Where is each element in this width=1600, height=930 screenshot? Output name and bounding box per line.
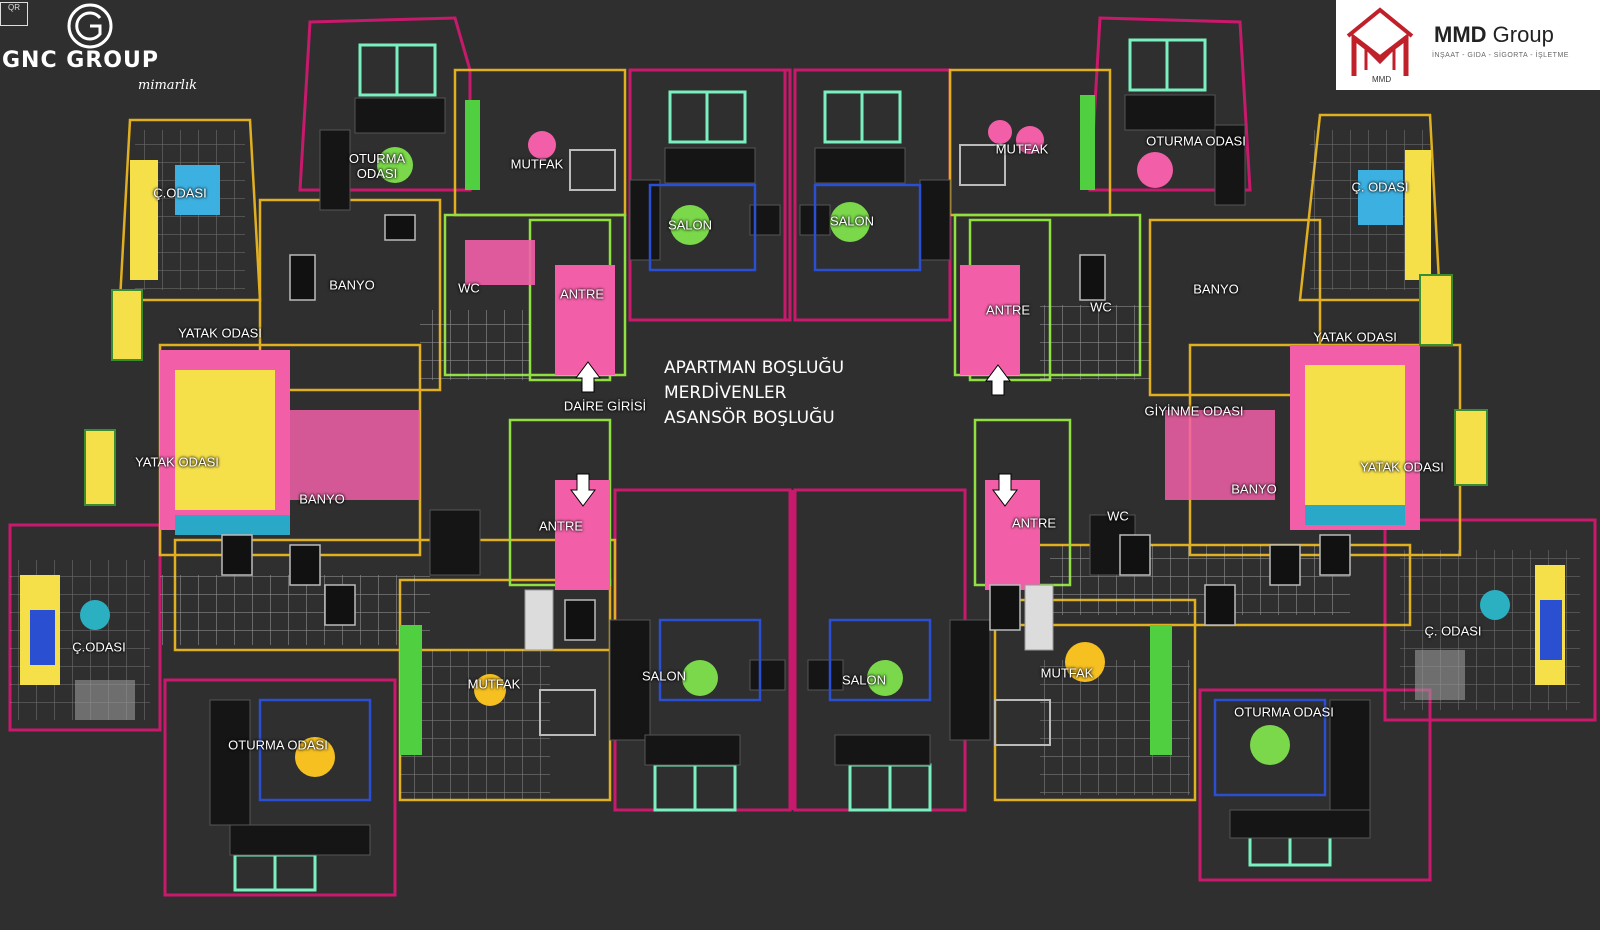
side-windows [84,274,1488,506]
mmd-mark-text: MMD [1372,75,1391,84]
room-label: ANTRE [985,302,1031,318]
windows [233,38,1332,892]
room-label: MUTFAK [1040,665,1094,681]
gnc-brand-text: GNC GROUP [2,48,159,73]
qr-badge: QR [0,2,28,26]
room-label: WC [1107,508,1129,524]
mmd-house-icon: MMD [1346,7,1414,84]
room-label: OTURMA ODASI [228,737,328,753]
appliances [524,584,1054,651]
room-label: OTURMA ODASI [1146,133,1246,149]
room-label: DAİRE GİRİSİ [563,398,647,414]
room-label: GİYİNME ODASI [1144,403,1244,419]
rug-outlines [258,183,1327,802]
center-note-line: ASANSÖR BOŞLUĞU [664,408,835,428]
room-label: OTURMA ODASI [348,151,406,181]
room-label: ANTRE [1011,515,1057,531]
magenta-walls [8,16,1597,897]
room-label: SALON [841,672,887,688]
mmd-group-logo: MMD MMD Group İNŞAAT - GIDA - SİGORTA - … [1336,0,1600,90]
room-label: Ç. ODASI [1351,179,1409,195]
mmd-tagline: İNŞAAT - GIDA - SİGORTA - İŞLETME [1432,52,1569,59]
room-label: WC [1090,299,1112,315]
room-label: ANTRE [538,518,584,534]
room-label: BANYO [1231,481,1277,497]
room-label: ANTRE [559,286,605,302]
room-label: Ç. ODASI [1424,623,1482,639]
room-label: Ç.ODASI [153,185,207,201]
room-label: BANYO [1193,281,1239,297]
mmd-brand-name: MMD Group [1434,22,1554,47]
doors [221,214,1351,641]
gnc-subtitle: mimarlık [138,78,197,93]
center-core-note: APARTMAN BOŞLUĞU MERDİVENLER ASANSÖR BOŞ… [664,356,844,431]
room-label: YATAK ODASI [135,454,219,470]
center-note-line: APARTMAN BOŞLUĞU [664,358,845,378]
room-label: SALON [641,668,687,684]
room-label: YATAK ODASI [1360,459,1444,475]
room-label: MUTFAK [995,141,1049,157]
room-label: YATAK ODASI [178,325,262,341]
gnc-group-logo: GNC GROUP mimarlık [0,0,210,100]
entrance-arrows [570,361,1018,507]
room-label: MUTFAK [467,676,521,692]
room-label: MUTFAK [510,156,564,172]
kitchen-counters [400,95,1172,755]
center-note-line: MERDİVENLER [664,383,787,403]
room-label: BANYO [299,491,345,507]
tables [80,120,1510,777]
room-label: SALON [829,213,875,229]
room-label: SALON [667,217,713,233]
room-label: OTURMA ODASI [1234,704,1334,720]
room-label: BANYO [329,277,375,293]
child-room-furniture [20,150,1565,720]
gnc-mark-icon [67,3,113,49]
room-label: WC [458,280,480,296]
room-label: YATAK ODASI [1313,329,1397,345]
room-label: Ç.ODASI [72,639,126,655]
